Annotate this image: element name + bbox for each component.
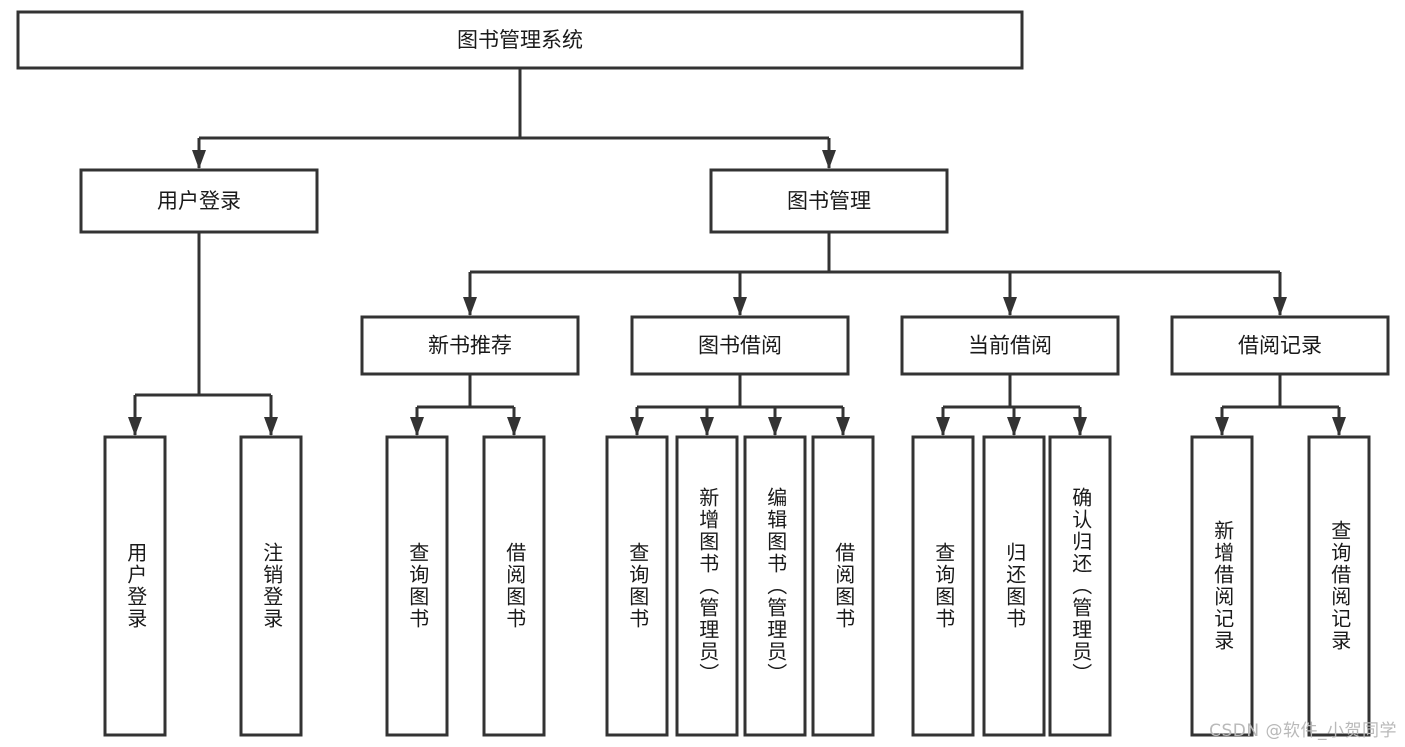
- node-label-user-login: 用户登录: [157, 189, 241, 213]
- watermark-text: CSDN @软件_小贺同学: [1209, 721, 1397, 741]
- node-box-current-borrow[interactable]: [900, 315, 1120, 376]
- node-box-leaf-edit-book[interactable]: [743, 435, 807, 737]
- connector-group-userlogin-to-leaves: [128, 232, 278, 436]
- node-label-borrow-record: 借阅记录: [1238, 334, 1322, 358]
- node-label-new-book-recommend: 新书推荐: [428, 334, 512, 358]
- connector-group-borrowrecord-to-leaves: [1215, 374, 1346, 436]
- node-box-leaf-query-book-borrow[interactable]: [605, 435, 669, 737]
- node-box-root[interactable]: [16, 10, 1024, 70]
- node-box-book-borrow[interactable]: [630, 315, 850, 376]
- node-label-book-borrow: 图书借阅: [698, 334, 782, 358]
- node-box-borrow-record[interactable]: [1170, 315, 1390, 376]
- node-box-leaf-query-book-rec[interactable]: [385, 435, 449, 737]
- node-box-new-book-recommend[interactable]: [360, 315, 580, 376]
- node-box-leaf-confirm-return[interactable]: [1048, 435, 1112, 737]
- node-box-leaf-return-book[interactable]: [982, 435, 1046, 737]
- connector-group-currentborrow-to-leaves: [936, 374, 1087, 436]
- node-box-user-login[interactable]: [79, 168, 319, 234]
- node-box-leaf-user-logout[interactable]: [239, 435, 303, 737]
- node-label-book-manage: 图书管理: [787, 189, 871, 213]
- node-box-leaf-add-borrow-record[interactable]: [1190, 435, 1254, 737]
- connector-group-root-to-level2: [192, 68, 836, 169]
- node-box-leaf-add-book[interactable]: [675, 435, 739, 737]
- node-box-leaf-query-borrow-record[interactable]: [1307, 435, 1371, 737]
- node-box-leaf-borrow-book-rec[interactable]: [482, 435, 546, 737]
- boxes-layer: [16, 10, 1390, 737]
- node-box-leaf-query-book-current[interactable]: [911, 435, 975, 737]
- node-box-leaf-borrow-book[interactable]: [811, 435, 875, 737]
- connector-group-bookmanage-to-level3: [463, 232, 1287, 316]
- node-label-current-borrow: 当前借阅: [968, 334, 1052, 358]
- connector-group-bookborrow-to-leaves: [630, 374, 850, 436]
- connector-group-newbook-to-leaves: [410, 374, 521, 436]
- node-box-leaf-user-login[interactable]: [103, 435, 167, 737]
- connectors-layer: [128, 68, 1346, 436]
- node-box-book-manage[interactable]: [709, 168, 949, 234]
- node-label-root: 图书管理系统: [457, 28, 583, 52]
